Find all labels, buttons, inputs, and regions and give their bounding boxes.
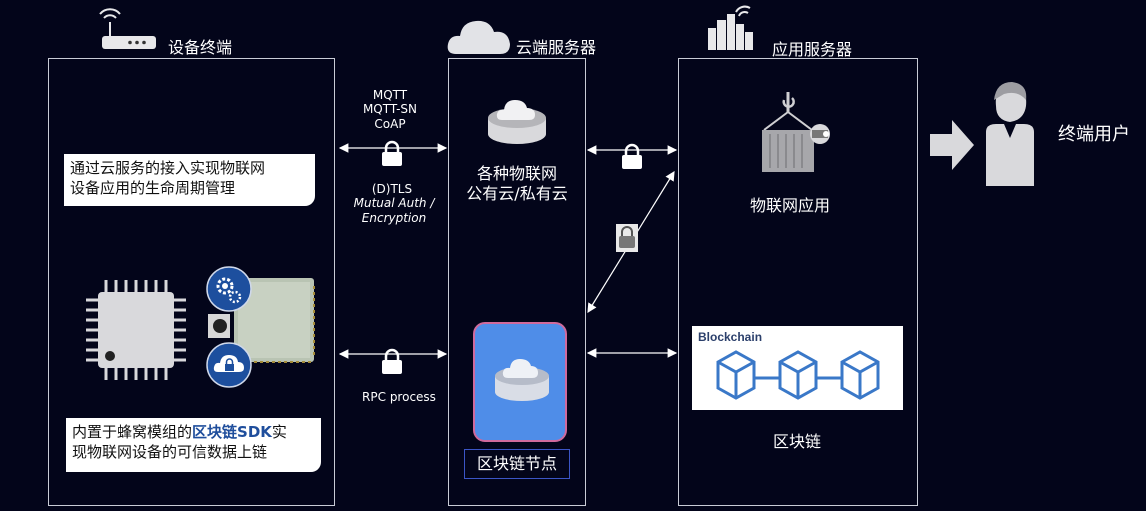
lock-icon <box>622 143 642 169</box>
cellular-module-icon <box>208 278 315 363</box>
end-user-label: 终端用户 <box>1058 124 1130 145</box>
lifecycle-note: 通过云服务的接入实现物联网 设备应用的生命周期管理 <box>64 154 315 206</box>
node-database-icon <box>495 359 549 401</box>
lock-icon <box>616 224 638 252</box>
arrow-right-icon <box>930 120 974 170</box>
lifecycle-note-line2: 设备应用的生命周期管理 <box>70 179 236 197</box>
blockchain-node-card <box>473 322 567 442</box>
device-panel <box>48 58 335 506</box>
cloud-database-icon <box>488 100 546 144</box>
iot-app-label: 物联网应用 <box>749 196 830 215</box>
city-icon <box>708 5 753 50</box>
blockchain-label: 区块链 <box>772 432 821 451</box>
app-column-title: 应用服务器 <box>772 40 853 59</box>
sdk-note-post: 实 <box>271 423 287 441</box>
blockchain-node-label: 区块链节点 <box>464 449 570 479</box>
security-tls: (D)TLS <box>371 182 413 196</box>
cloud-panel <box>448 58 586 506</box>
device-column-title: 设备终端 <box>168 38 233 57</box>
user-icon <box>986 82 1034 186</box>
cloud-icon <box>447 20 510 54</box>
rpc-label: RPC process <box>362 390 436 404</box>
blockchain-image-title: Blockchain <box>698 330 763 344</box>
cloud-lock-icon <box>206 342 252 388</box>
sdk-note: 内置于蜂窝模组的区块链SDK实 现物联网设备的可信数据上链 <box>66 418 321 472</box>
chip-icon <box>86 280 186 380</box>
auth-line1: Mutual Auth / <box>353 196 435 210</box>
app-panel <box>678 58 918 506</box>
protocol-mqtt-sn: MQTT-SN <box>362 102 418 116</box>
lifecycle-note-line1: 通过云服务的接入实现物联网 <box>70 159 266 177</box>
lock-icon <box>382 140 402 166</box>
gear-icon <box>206 266 252 312</box>
cloud-column-title: 云端服务器 <box>516 38 597 57</box>
sdk-note-pre: 内置于蜂窝模组的 <box>72 423 193 441</box>
cloud-server-line1: 各种物联网 <box>476 164 557 183</box>
cloud-server-line2: 公有云/私有云 <box>466 184 568 203</box>
protocol-mqtt: MQTT <box>372 88 408 102</box>
container-crane-icon <box>762 92 830 172</box>
lock-icon <box>382 348 402 374</box>
sdk-note-highlight: 区块链SDK <box>192 423 272 441</box>
router-icon <box>99 8 156 49</box>
blockchain-blocks-icon <box>716 350 880 400</box>
blockchain-image: Blockchain <box>692 326 903 410</box>
protocol-coap: CoAP <box>374 117 406 131</box>
sdk-note-line2: 现物联网设备的可信数据上链 <box>72 443 268 461</box>
auth-line2: Encryption <box>361 211 427 225</box>
